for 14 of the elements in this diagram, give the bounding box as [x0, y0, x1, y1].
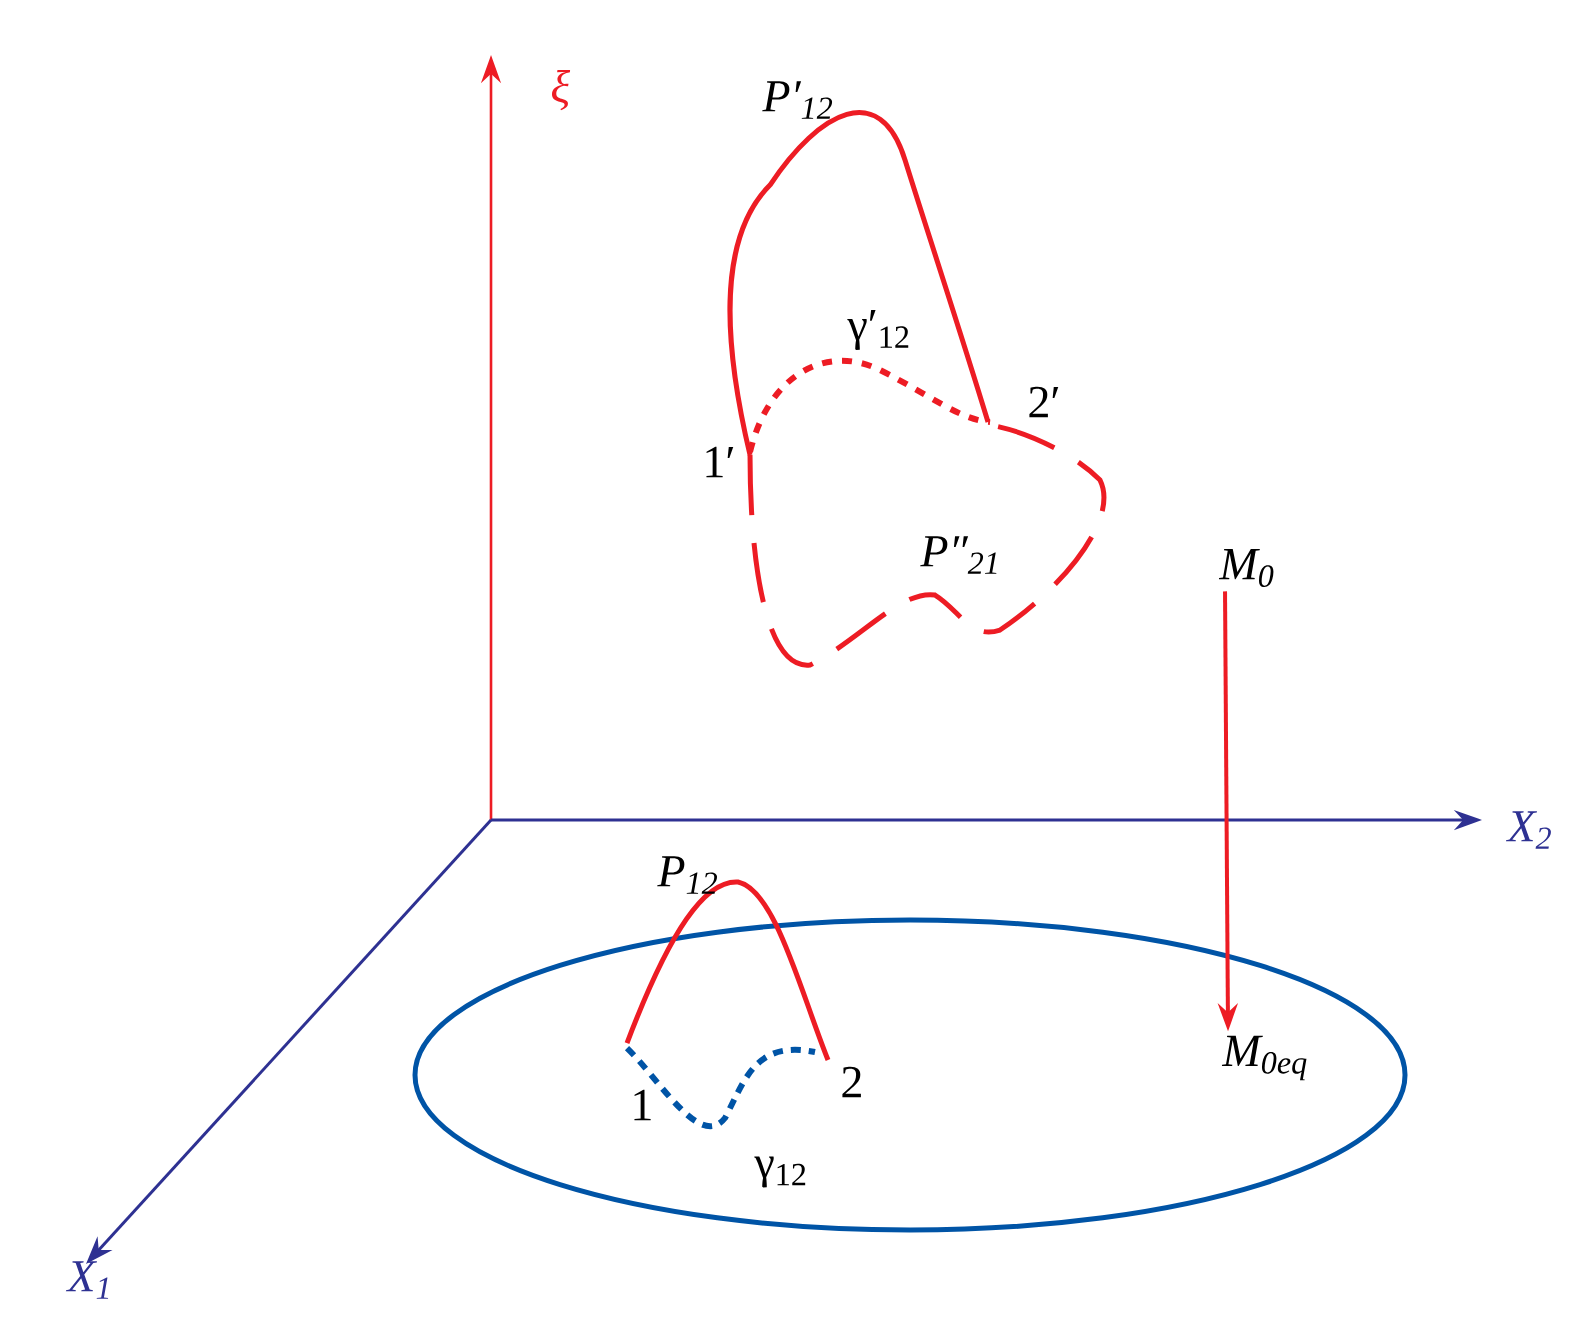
axis-label: 2′	[1029, 386, 1059, 418]
axis-label: X$_{2}$	[1505, 811, 1551, 849]
axis-label: ξ	[552, 69, 571, 111]
axis-label: 2	[842, 1066, 861, 1098]
point-label: M$_{0}$	[1218, 549, 1274, 587]
axis-label: P′$_{12}$	[762, 81, 833, 119]
axis-label: γ′$_{12}$	[847, 310, 909, 350]
axis-label: P$_{12}$	[657, 856, 717, 894]
axis-label: 1′	[706, 446, 734, 478]
axis-label: 1	[634, 1089, 651, 1121]
axis-label: P″$_{21}$	[920, 536, 997, 574]
axis-label: X$_{1}$	[65, 1261, 109, 1299]
point-label: M$_{0eq}$	[1221, 1035, 1307, 1081]
axis-label: γ$_{12}$	[754, 1156, 806, 1188]
